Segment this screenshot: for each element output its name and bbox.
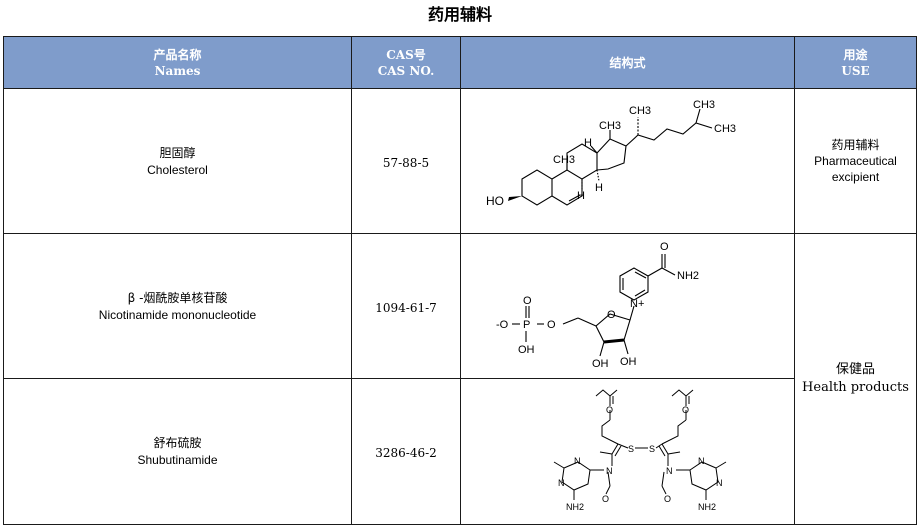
cas-cell: 3286-46-2 [351, 378, 461, 525]
ring-oh-left-label: OH [592, 358, 609, 370]
header-cas: CAS号 CAS NO. [351, 36, 461, 89]
use-cn: 药用辅料 [831, 138, 880, 152]
cas-number: 1094-61-7 [375, 300, 437, 315]
amide-o-label: O [660, 241, 669, 253]
table-row: 胆固醇 Cholesterol 57-88-5 [3, 88, 917, 234]
header-cas-cn: CAS号 [386, 47, 426, 62]
cas-number: 57-88-5 [382, 155, 430, 170]
cas-number: 3286-46-2 [375, 446, 437, 460]
sulbutiamine-structure: O O S S N N O O N N N N NH2 NH2 [553, 388, 726, 512]
s2-label: S [649, 444, 655, 454]
product-name-cn: 舒布硫胺 [153, 436, 202, 450]
h-c14-label: H [595, 182, 603, 194]
ho-label: HO [486, 194, 504, 208]
phosphorus-label: P [523, 319, 530, 331]
left-formyl-o-label: O [602, 494, 609, 504]
product-name-cell: 胆固醇 Cholesterol [3, 88, 352, 234]
right-n-label: N [666, 466, 673, 476]
product-name-en: Cholesterol [147, 162, 208, 177]
header-use-en: USE [841, 63, 870, 78]
use-en-line1: Pharmaceutical [814, 154, 897, 168]
table-header-row: 产品名称 Names CAS号 CAS NO. 结构式 用途 USE [3, 36, 917, 89]
ch3-c20-label: CH3 [629, 105, 651, 117]
cas-cell: 57-88-5 [351, 88, 461, 234]
cas-cell: 1094-61-7 [351, 233, 461, 379]
table-row: β -烟酰胺单核苷酸 Nicotinamide mononucleotide 1… [3, 233, 917, 525]
merged-use-en: Health products [802, 380, 909, 395]
ring-oh-right-label: OH [620, 356, 637, 368]
right-ester-o-label: O [682, 405, 689, 415]
table-row: 舒布硫胺 Shubutinamide 3286-46-2 [3, 378, 917, 525]
left-ring-n1-label: N [574, 456, 581, 466]
amide-nh2-label: NH2 [677, 270, 699, 282]
ch3-c13-label: CH3 [599, 120, 621, 132]
product-name-cell: β -烟酰胺单核苷酸 Nicotinamide mononucleotide [3, 233, 352, 379]
nmn-structure: O NH2 N+ O O P O -O OH OH OH [496, 241, 699, 370]
product-name-cn: β -烟酰胺单核苷酸 [127, 290, 228, 305]
header-structure-label: 结构式 [609, 55, 646, 70]
header-names-en: Names [154, 63, 201, 78]
page-title: 药用辅料 [427, 5, 492, 24]
header-use-cn: 用途 [843, 47, 868, 62]
ch3-c25a-label: CH3 [693, 99, 715, 111]
product-name-en: Nicotinamide mononucleotide [98, 307, 257, 322]
header-cas-en: CAS NO. [377, 63, 435, 78]
s1-label: S [628, 444, 634, 454]
h-c9-label: H [577, 190, 585, 202]
product-name-cell: 舒布硫胺 Shubutinamide [3, 378, 352, 525]
right-nh2-label: NH2 [698, 502, 716, 512]
left-ring-n2-label: N [558, 478, 565, 488]
phosphate-o-label: O [523, 295, 532, 307]
pyridinium-n-label: N+ [630, 298, 644, 310]
structure-cell: O O S S N N O O N N N N NH2 NH2 [460, 378, 795, 525]
right-ring-n2-label: N [716, 478, 723, 488]
phosphate-o-minus-label: -O [496, 319, 509, 331]
product-name-cn: 胆固醇 [159, 145, 196, 160]
left-n-label: N [606, 466, 613, 476]
use-cell-merged: 保健品 Health products [794, 233, 917, 525]
use-cell: 药用辅料 Pharmaceutical excipient [794, 88, 917, 234]
left-ester-o-label: O [606, 405, 613, 415]
header-names-cn: 产品名称 [153, 47, 202, 62]
right-formyl-o-label: O [664, 494, 671, 504]
left-nh2-label: NH2 [566, 502, 584, 512]
product-table: 产品名称 Names CAS号 CAS NO. 结构式 用途 USE 胆固醇 C… [3, 36, 917, 525]
header-names: 产品名称 Names [3, 36, 352, 89]
cholesterol-structure: HO CH3 CH3 CH3 CH3 CH3 H H H [486, 99, 736, 208]
use-en-line2: excipient [831, 170, 880, 184]
structure-cell: HO CH3 CH3 CH3 CH3 CH3 H H H [460, 88, 795, 234]
structure-cell: O NH2 N+ O O P O -O OH OH OH [460, 233, 795, 379]
ch3-c10-label: CH3 [553, 154, 575, 166]
phosphate-oh-label: OH [518, 344, 535, 356]
merged-use-cn: 保健品 [835, 362, 875, 377]
right-ring-n1-label: N [698, 456, 705, 466]
h-c8-label: H [584, 137, 592, 149]
ring-o-label: O [607, 309, 616, 321]
header-use: 用途 USE [794, 36, 917, 89]
header-structure: 结构式 [460, 36, 795, 89]
ester-o-label: O [547, 319, 556, 331]
ch3-c25b-label: CH3 [714, 123, 736, 135]
product-name-en: Shubutinamide [137, 453, 218, 467]
